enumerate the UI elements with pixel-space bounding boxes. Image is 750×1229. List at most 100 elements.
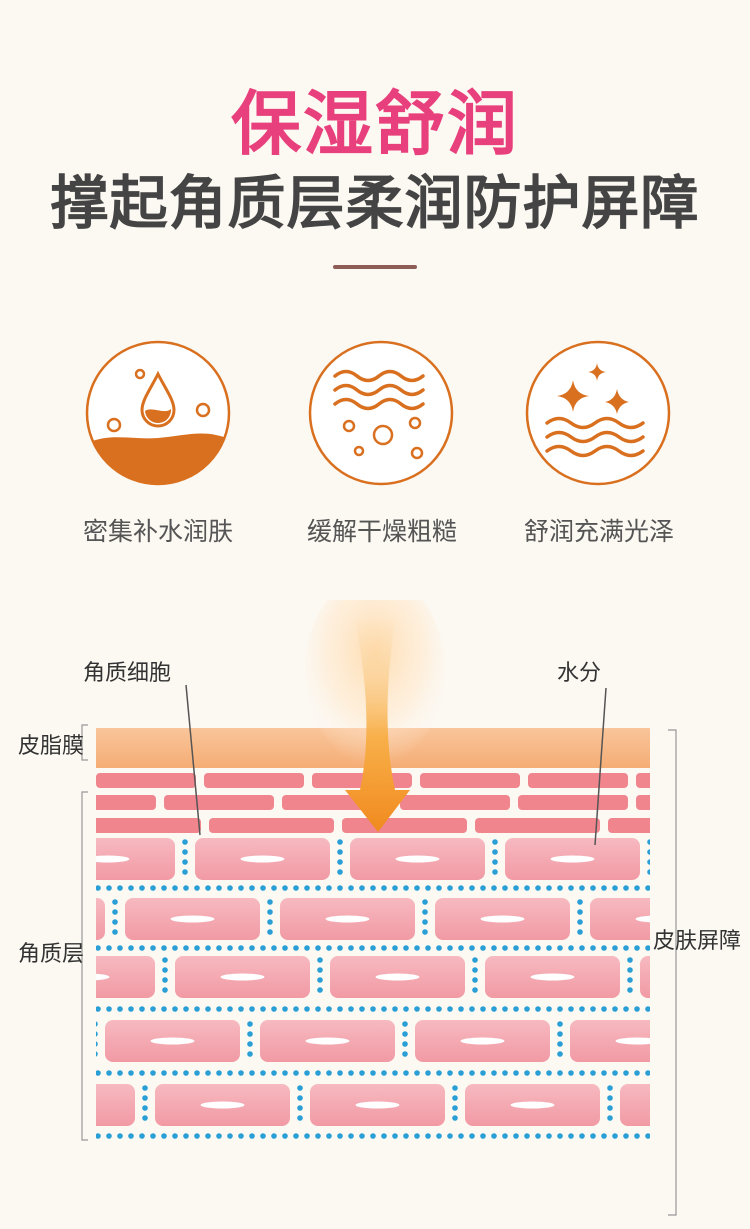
- upper-cell-strip: [475, 818, 600, 833]
- water-molecule: [601, 945, 607, 951]
- water-molecule: [162, 977, 168, 983]
- water-molecule: [645, 885, 650, 891]
- sebum-bracket: [81, 724, 88, 761]
- water-molecule: [337, 1070, 343, 1076]
- corneocyte-cell: [0, 1020, 85, 1062]
- water-molecule: [282, 885, 288, 891]
- water-molecule: [182, 869, 188, 875]
- water-molecule: [161, 1006, 167, 1012]
- water-molecule: [317, 967, 323, 973]
- water-molecule: [106, 885, 112, 891]
- water-molecule: [117, 945, 123, 951]
- water-molecule: [590, 1070, 596, 1076]
- label-keratinocytes: 角质细胞: [83, 661, 172, 686]
- water-molecule: [524, 1070, 530, 1076]
- water-molecule: [422, 909, 428, 915]
- water-molecule: [627, 957, 633, 963]
- water-molecule: [647, 839, 650, 845]
- water-molecule: [557, 885, 563, 891]
- water-molecule: [480, 885, 486, 891]
- corneocyte-cell: [660, 838, 750, 880]
- cell-nucleus: [16, 916, 60, 923]
- water-molecule: [128, 1070, 134, 1076]
- water-molecule: [623, 945, 629, 951]
- water-molecule: [623, 1133, 629, 1139]
- water-molecule: [260, 1006, 266, 1012]
- water-molecule: [513, 1006, 519, 1012]
- water-molecule: [359, 885, 365, 891]
- upper-cell-strip: [96, 773, 196, 788]
- water-molecule: [370, 945, 376, 951]
- water-molecule: [96, 945, 101, 951]
- water-molecule: [623, 885, 629, 891]
- cell-nucleus: [460, 1037, 505, 1045]
- water-molecule: [304, 1133, 310, 1139]
- water-molecule: [282, 1133, 288, 1139]
- water-molecule: [612, 1070, 618, 1076]
- water-molecule: [112, 919, 118, 925]
- cell-nucleus: [96, 973, 110, 981]
- water-molecule: [161, 1133, 167, 1139]
- water-molecule: [645, 945, 650, 951]
- water-molecule: [161, 945, 167, 951]
- cell-nucleus: [220, 973, 265, 981]
- water-molecule: [139, 945, 145, 951]
- water-molecule: [182, 859, 188, 865]
- water-molecule: [238, 1070, 244, 1076]
- water-molecule: [337, 859, 343, 865]
- water-molecule: [577, 919, 583, 925]
- water-molecule: [161, 885, 167, 891]
- water-molecule: [414, 1070, 420, 1076]
- water-molecule: [112, 929, 118, 935]
- water-molecule: [96, 1133, 101, 1139]
- water-molecule: [194, 1070, 200, 1076]
- water-molecule: [359, 1006, 365, 1012]
- water-molecule: [315, 1133, 321, 1139]
- water-molecule: [634, 945, 640, 951]
- water-molecule: [194, 945, 200, 951]
- water-molecule: [128, 1006, 134, 1012]
- water-molecule: [271, 945, 277, 951]
- water-molecule: [524, 1133, 530, 1139]
- water-molecule: [227, 945, 233, 951]
- water-molecule: [524, 885, 530, 891]
- water-molecule: [480, 945, 486, 951]
- water-molecule: [337, 839, 343, 845]
- cell-nucleus: [530, 973, 575, 981]
- water-molecule: [249, 1133, 255, 1139]
- water-molecule: [647, 849, 650, 855]
- water-molecule: [150, 945, 156, 951]
- water-molecule: [326, 1070, 332, 1076]
- water-molecule: [392, 1133, 398, 1139]
- water-molecule: [392, 1070, 398, 1076]
- water-molecule: [161, 1070, 167, 1076]
- water-molecule: [117, 1070, 123, 1076]
- water-molecule: [271, 1133, 277, 1139]
- water-molecule: [128, 945, 134, 951]
- water-molecule: [139, 1006, 145, 1012]
- water-molecule: [414, 1133, 420, 1139]
- water-molecule: [96, 885, 101, 891]
- water-molecule: [491, 1133, 497, 1139]
- water-molecule: [205, 1133, 211, 1139]
- water-molecule: [267, 919, 273, 925]
- water-molecule: [469, 1070, 475, 1076]
- water-molecule: [414, 885, 420, 891]
- upper-cell-strip: [636, 773, 650, 788]
- water-molecule: [315, 885, 321, 891]
- water-molecule: [205, 945, 211, 951]
- water-molecule: [315, 1006, 321, 1012]
- page-subtitle: 撑起角质层柔润防护屏障: [50, 169, 700, 237]
- cell-nucleus: [395, 855, 440, 863]
- water-molecule: [337, 1133, 343, 1139]
- water-molecule: [247, 1031, 253, 1037]
- water-molecule: [712, 1051, 718, 1057]
- sparkle-waves-icon: [525, 340, 671, 486]
- water-molecule: [577, 899, 583, 905]
- water-molecule: [348, 1070, 354, 1076]
- cell-nucleus: [46, 1102, 90, 1109]
- water-molecule: [370, 885, 376, 891]
- water-molecule: [480, 1006, 486, 1012]
- water-molecule: [491, 885, 497, 891]
- water-molecule: [436, 1133, 442, 1139]
